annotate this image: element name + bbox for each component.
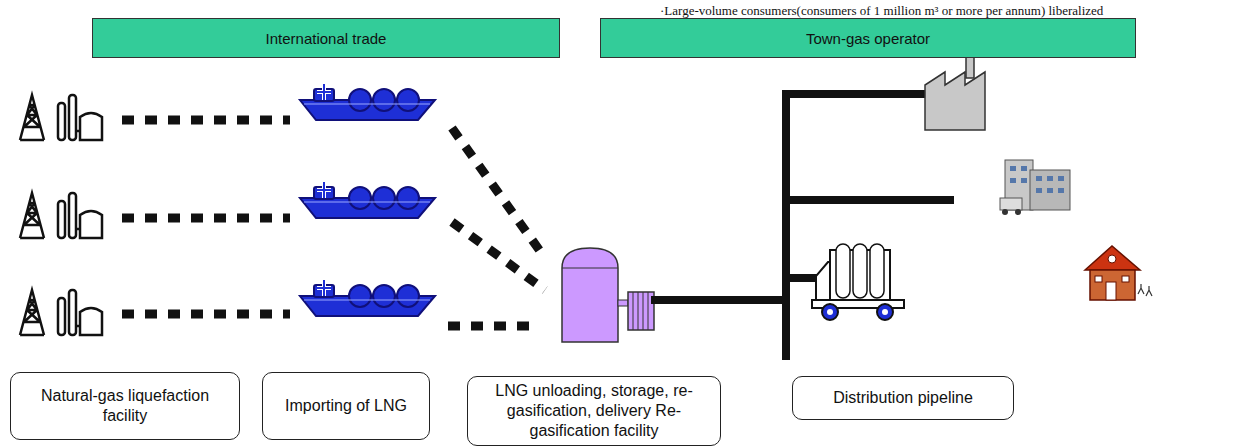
stage-box: Distribution pipeline bbox=[792, 376, 1014, 420]
stage-box: Importing of LNG bbox=[262, 372, 430, 440]
header-band: Town-gas operator bbox=[600, 18, 1136, 58]
node-text: International trade bbox=[266, 30, 387, 47]
header-band: International trade bbox=[92, 18, 560, 58]
note-label: ·Large-volume consumers(consumers of 1 m… bbox=[660, 3, 1103, 19]
node-text: Town-gas operator bbox=[806, 30, 930, 47]
stage-box: LNG unloading, storage, re-gasification,… bbox=[467, 376, 721, 446]
node-text: LNG unloading, storage, re-gasification,… bbox=[476, 381, 712, 441]
node-text: Importing of LNG bbox=[285, 396, 407, 416]
stage-box: Natural-gas liquefaction facility bbox=[10, 372, 240, 440]
node-text: Natural-gas liquefaction facility bbox=[25, 386, 225, 426]
node-text: Distribution pipeline bbox=[833, 388, 973, 408]
